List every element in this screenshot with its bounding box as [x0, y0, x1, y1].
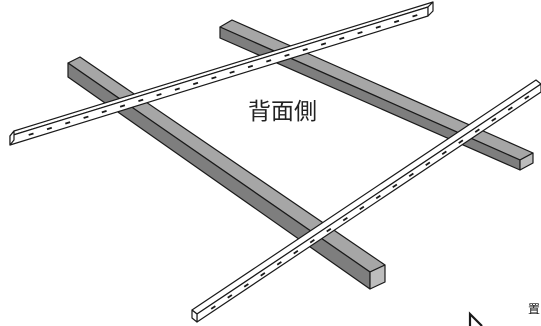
upper-rail-slot	[174, 87, 180, 91]
lower-rail-slot	[210, 305, 216, 310]
upper-rail-slot	[192, 81, 199, 86]
lower-rail-end-face	[191, 309, 198, 323]
upper-rail-slot	[412, 14, 418, 18]
front-bar-side-face	[67, 62, 371, 290]
upper-rail-slot	[83, 115, 89, 119]
upper-rail-slot	[46, 126, 53, 131]
lower-rail-slot	[326, 227, 332, 233]
lower-rail-slot	[524, 95, 530, 100]
lower-rail-slot	[441, 150, 447, 155]
lower-rail-slot	[276, 261, 282, 266]
upper-rail-slot	[284, 53, 290, 57]
upper-rail-slot	[357, 31, 363, 35]
upper-rail-slot	[247, 64, 254, 69]
lower-rail	[191, 79, 541, 323]
front-square-bar	[67, 56, 386, 290]
lower-rail-slot	[474, 128, 480, 133]
upper-rail-slot	[119, 104, 126, 108]
rear-side-label: 背面側	[248, 99, 317, 125]
upper-rail-slot	[339, 36, 345, 40]
lower-rail-slot	[425, 161, 431, 166]
lower-rail-slot	[507, 106, 513, 111]
upper-rail-end-face	[427, 1, 434, 17]
lower-rail-slot	[243, 283, 249, 288]
upper-rail	[9, 1, 434, 146]
lower-rail-holes	[210, 95, 530, 310]
lower-rail-slot	[342, 216, 348, 222]
back-square-bar	[219, 19, 534, 171]
upper-rail-slot	[156, 93, 162, 97]
back-bar-end-face	[519, 152, 534, 171]
lower-rail-slot	[227, 294, 233, 299]
lower-rail-slot	[491, 117, 497, 122]
pointer-arrow-icon	[468, 311, 483, 326]
lower-rail-slot	[408, 172, 414, 178]
upper-rail-slot	[28, 132, 34, 136]
upper-rail-slot	[302, 48, 308, 52]
corner-label: 置	[528, 302, 540, 316]
lower-rail-slot	[375, 194, 381, 200]
back-bar-top-face	[219, 19, 534, 161]
upper-rail-slot	[320, 42, 327, 46]
upper-rail-slot	[211, 76, 217, 80]
lower-rail-slot	[392, 183, 398, 189]
lower-rail-slot	[293, 250, 299, 255]
upper-rail-slot	[393, 19, 400, 24]
upper-rail-slot	[65, 121, 71, 125]
lower-rail-slot	[309, 239, 315, 244]
upper-rail-holes	[28, 14, 418, 136]
upper-rail-slot	[101, 110, 107, 114]
upper-rail-slot	[266, 59, 272, 63]
upper-rail-slot	[375, 25, 381, 29]
upper-rail-slot	[138, 98, 144, 102]
front-bar-end-face	[369, 264, 386, 290]
lower-rail-slot	[260, 272, 266, 277]
lower-rail-slot	[359, 205, 365, 211]
lower-rail-slot	[458, 139, 464, 144]
upper-rail-slot	[229, 70, 235, 74]
upper-rail-left-end-face	[9, 130, 15, 146]
